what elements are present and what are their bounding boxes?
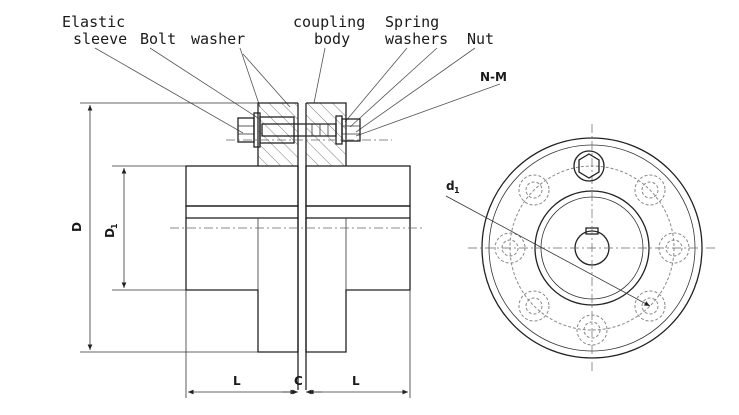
bolt-hole-icon (518, 290, 550, 322)
left-hub (185, 102, 299, 353)
dim-d1-sub: 1 (454, 186, 460, 195)
dim-L-right-label: L (352, 374, 360, 388)
bolt-hole-icon (576, 314, 608, 346)
label-bolt: Bolt (140, 30, 176, 48)
bolt-hole-icon (634, 290, 666, 322)
bolt-hole-icon (658, 232, 690, 264)
label-nm: N-M (480, 70, 507, 84)
label-elastic-sleeve-1: Elastic (62, 13, 125, 31)
bolt-hole-icon (634, 174, 666, 206)
label-nut: Nut (467, 30, 494, 48)
dim-D1-main: D (103, 228, 117, 238)
dim-C-label: C (294, 374, 303, 388)
bolt-hole-icon (494, 232, 526, 264)
label-washer: washer (191, 30, 245, 48)
label-spring-washers-1: Spring (385, 13, 439, 31)
bolt-holes (494, 174, 690, 346)
dim-L-left-label: L (233, 374, 241, 388)
dim-d1-line (445, 195, 651, 307)
dim-D1-sub: 1 (110, 223, 119, 229)
label-coupling-body-2: body (314, 30, 350, 48)
callout-labels: Elastic sleeve Bolt washer coupling body… (62, 13, 507, 84)
hex-nut-icon (573, 150, 605, 182)
dim-D1-label: D 1 (103, 223, 119, 238)
bolt-assembly (237, 112, 361, 148)
label-spring-washers-2: washers (385, 30, 448, 48)
label-coupling-body-1: coupling (293, 13, 365, 31)
side-view: D D 1 L C L (70, 102, 425, 398)
hub-circle (534, 190, 650, 306)
dim-d1-main: d (446, 179, 455, 193)
bolt-hole-icon (518, 174, 550, 206)
label-elastic-sleeve-2: sleeve (73, 30, 127, 48)
front-view: d 1 (445, 124, 716, 372)
leader-lines (94, 47, 501, 137)
dim-D-label: D (70, 222, 84, 232)
